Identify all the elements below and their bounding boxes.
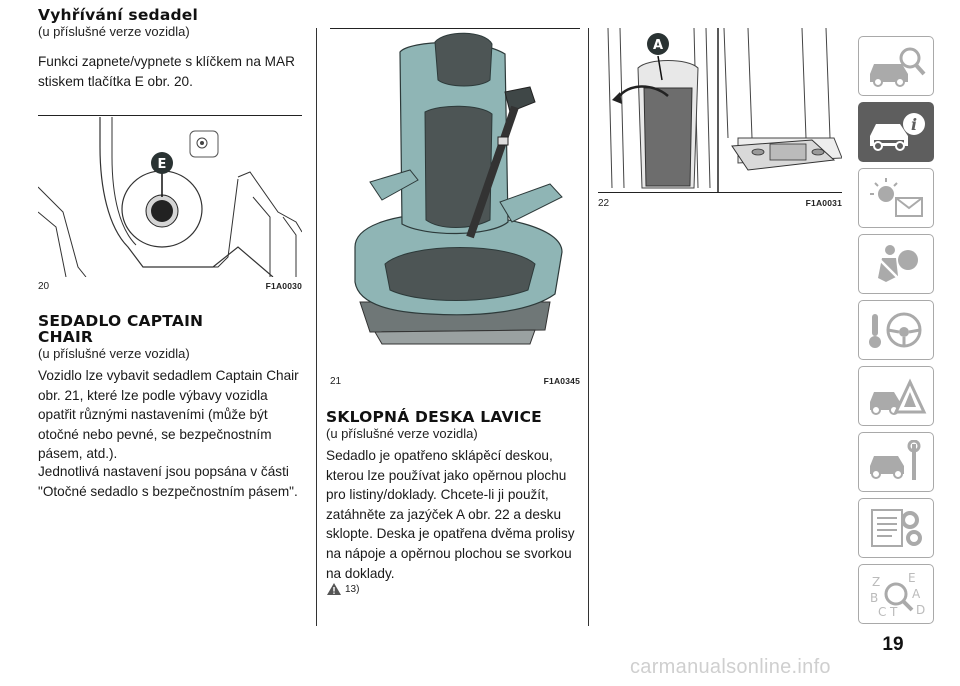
callout-label-A: A (653, 38, 663, 53)
tab-vehicle-knowledge[interactable] (858, 36, 934, 96)
figure-code: F1A0345 (543, 376, 580, 386)
figure-20: E 20 F1A0030 (38, 115, 302, 293)
figure-22-caption: 22 F1A0031 (598, 198, 842, 210)
page-number: 19 (882, 634, 904, 655)
tab-safety[interactable] (858, 234, 934, 294)
warning-triangle-icon (327, 583, 341, 595)
figure-20-heated-seat-button-illustration: E (38, 117, 302, 277)
index-letter: Z (872, 575, 880, 589)
index-letter: T (889, 605, 898, 618)
warning-reference: 13) (326, 582, 359, 596)
section-title-heated-seats: Vyhřívání sedadel (38, 6, 199, 24)
paragraph-captain-chair-1: Vozidlo lze vybavit sedadlem Captain Cha… (38, 368, 299, 462)
figure-number: 22 (598, 198, 610, 209)
figure-frame-line (38, 115, 302, 116)
section-subtitle-heated-seats: (u příslušné verze vozidla) (38, 24, 190, 39)
car-service-wrench-icon (870, 440, 921, 480)
tab-starting-driving[interactable] (858, 300, 934, 360)
svg-text:i: i (911, 115, 917, 134)
section-title-captain-chair-line2: CHAIR (38, 328, 94, 346)
car-magnifier-icon (870, 47, 926, 87)
figure-number: 21 (330, 376, 342, 387)
column-divider (316, 28, 317, 626)
tab-warning-lights[interactable] (858, 168, 934, 228)
section-subtitle-folding-table: (u příslušné verze vozidla) (326, 426, 478, 441)
paragraph-folding-table: Sedadlo je opatřeno sklápěcí deskou, kte… (326, 448, 575, 581)
tab-dashboard-info[interactable]: i (858, 102, 934, 162)
figure-code: F1A0030 (265, 281, 302, 291)
alphabetical-index-icon: Z E B A C T D (870, 571, 925, 618)
figure-22-folding-table-illustration: A (598, 28, 842, 192)
key-steering-wheel-icon (869, 312, 922, 348)
car-info-icon: i (870, 113, 925, 151)
figure-20-caption: 20 F1A0030 (38, 281, 302, 293)
warning-reference-number: 13) (345, 583, 360, 595)
figure-21: 21 F1A0345 (330, 28, 580, 390)
tab-index[interactable]: Z E B A C T D (858, 564, 934, 624)
car-breakdown-triangle-icon (870, 378, 927, 415)
index-letter: B (870, 591, 878, 605)
spec-sheet-gears-icon (871, 509, 922, 547)
index-letter: D (916, 603, 925, 617)
section-subtitle-captain-chair: (u příslušné verze vozidla) (38, 346, 190, 361)
figure-number: 20 (38, 281, 50, 292)
watermark-text: carmanualsonline.info (630, 656, 831, 678)
figure-21-captain-chair-illustration (354, 32, 563, 345)
figure-22: A 22 F1A0031 (598, 28, 842, 212)
figure-frame-line (330, 28, 580, 29)
index-letter: C (878, 605, 886, 618)
figure-21-caption: 21 F1A0345 (330, 376, 580, 388)
section-title-captain-chair-line1: SEDADLO CAPTAIN (38, 312, 204, 330)
figure-code: F1A0031 (805, 198, 842, 208)
section-title-folding-table: SKLOPNÁ DESKA LAVICE (326, 408, 542, 426)
tab-emergency[interactable] (858, 366, 934, 426)
airbag-seatbelt-icon (877, 245, 918, 282)
callout-label-E: E (158, 157, 167, 172)
paragraph-heated-seats: Funkci zapnete/vypnete s klíčkem na MAR … (38, 54, 295, 89)
tab-maintenance[interactable] (858, 432, 934, 492)
column-divider (588, 28, 589, 626)
tab-technical-data[interactable] (858, 498, 934, 558)
index-letter: E (908, 571, 916, 585)
warning-lights-message-icon (870, 178, 923, 217)
figure-frame-line (598, 192, 842, 193)
index-letter: A (912, 587, 921, 601)
paragraph-captain-chair-2: Jednotlivá nastavení jsou popsána v část… (38, 464, 298, 499)
